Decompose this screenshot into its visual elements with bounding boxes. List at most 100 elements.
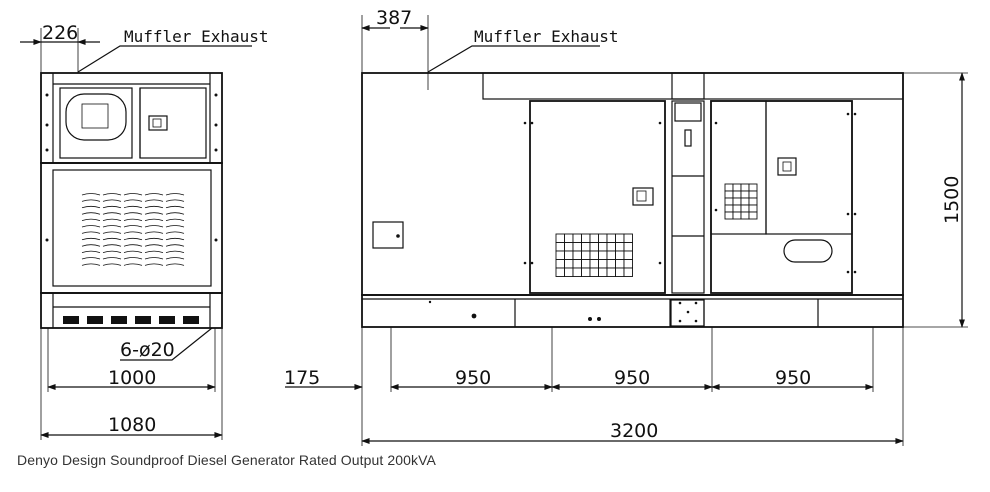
- louver-slot: [81, 257, 101, 260]
- louver-slot: [165, 263, 185, 266]
- vent-cell: [748, 204, 758, 213]
- louver-slot: [144, 231, 164, 234]
- louver-slot: [123, 205, 143, 209]
- louver-slot: [165, 250, 185, 253]
- vent-cell: [555, 250, 565, 260]
- louver-slot: [102, 205, 122, 209]
- louver-slot: [144, 244, 164, 247]
- louver-slot: [102, 225, 122, 228]
- vent-cell: [572, 259, 582, 269]
- front-hole-span: 1000: [108, 367, 156, 389]
- vent-cell: [748, 190, 758, 199]
- louver-slot: [144, 199, 164, 202]
- vent-cell: [581, 233, 591, 243]
- side-view: [361, 72, 904, 328]
- vent-cell: [623, 259, 633, 269]
- louver-slot: [123, 199, 143, 202]
- vent-cell: [572, 250, 582, 260]
- vent-cell: [598, 267, 608, 277]
- louver-slot: [144, 193, 164, 196]
- vent-cell: [555, 233, 565, 243]
- vent-cell: [564, 233, 574, 243]
- louver-slot: [81, 225, 101, 228]
- louver-slot: [144, 205, 164, 209]
- vent-cell: [581, 250, 591, 260]
- louver-slot: [81, 231, 101, 234]
- front-view-dimensions: 226 Muffler Exhaust 6-ø20 1000 1080: [20, 22, 269, 440]
- vent-cell: [555, 259, 565, 269]
- vent-cell: [748, 183, 758, 192]
- louver-slot: [144, 263, 164, 266]
- louver-slot: [165, 212, 185, 215]
- louver-slot: [165, 237, 185, 241]
- louver-slot: [123, 250, 143, 253]
- louver-slot: [81, 237, 101, 241]
- vent-cell: [732, 197, 742, 206]
- louver-slot: [144, 225, 164, 228]
- louver-slot: [144, 218, 164, 221]
- louver-slot: [123, 263, 143, 266]
- louver-slot: [102, 263, 122, 266]
- mounting-hole: [111, 316, 127, 324]
- mounting-hole: [135, 316, 151, 324]
- louver-slot: [123, 218, 143, 221]
- vent-cell: [606, 267, 616, 277]
- vent-cell: [615, 250, 625, 260]
- louver-slot: [81, 218, 101, 221]
- vent-cell: [572, 267, 582, 277]
- vent-cell: [724, 190, 734, 199]
- louver-slot: [144, 250, 164, 253]
- louver-slot: [102, 212, 122, 215]
- vent-cell: [598, 250, 608, 260]
- vent-cell: [606, 242, 616, 252]
- vent-cell: [589, 259, 599, 269]
- vent-cell: [740, 211, 750, 220]
- vent-cell: [623, 242, 633, 252]
- vent-cell: [589, 233, 599, 243]
- louver-slot: [102, 199, 122, 202]
- vent-cell: [606, 233, 616, 243]
- front-overall-width: 1080: [108, 414, 156, 436]
- mounting-hole: [159, 316, 175, 324]
- vent-cell: [724, 197, 734, 206]
- louver-slot: [102, 218, 122, 221]
- vent-cell: [564, 267, 574, 277]
- side-muffler-label: Muffler Exhaust: [474, 27, 619, 46]
- louver-slot: [165, 225, 185, 228]
- louver-slot: [102, 237, 122, 241]
- vent-cell: [598, 259, 608, 269]
- louver-slot: [165, 193, 185, 196]
- vent-cell: [589, 250, 599, 260]
- louver-slot: [165, 218, 185, 221]
- vent-cell: [606, 259, 616, 269]
- louver-slot: [81, 205, 101, 209]
- vent-cell: [740, 204, 750, 213]
- louver-slot: [102, 250, 122, 253]
- figure-caption: Denyo Design Soundproof Diesel Generator…: [17, 452, 436, 468]
- vent-cell: [623, 250, 633, 260]
- louver-slot: [123, 231, 143, 234]
- louver-slot: [165, 199, 185, 202]
- vent-cell: [598, 233, 608, 243]
- louver-slot: [102, 257, 122, 260]
- vent-cell: [555, 242, 565, 252]
- vent-cell: [555, 267, 565, 277]
- louver-slot: [123, 237, 143, 241]
- vent-cell: [615, 259, 625, 269]
- vent-cell: [615, 242, 625, 252]
- side-spacing-1: 950: [455, 367, 491, 389]
- vent-cell: [581, 242, 591, 252]
- vent-cell: [724, 211, 734, 220]
- vent-cell: [740, 197, 750, 206]
- vent-cell: [581, 267, 591, 277]
- holes-label: 6-ø20: [120, 339, 175, 361]
- louver-slot: [123, 193, 143, 196]
- louver-slot: [102, 244, 122, 247]
- mounting-hole: [87, 316, 103, 324]
- louver-slot: [123, 212, 143, 215]
- side-spacing-2: 950: [614, 367, 650, 389]
- vent-cell: [598, 242, 608, 252]
- vent-cell: [615, 267, 625, 277]
- vent-cell: [564, 250, 574, 260]
- side-overall-length: 3200: [610, 420, 658, 442]
